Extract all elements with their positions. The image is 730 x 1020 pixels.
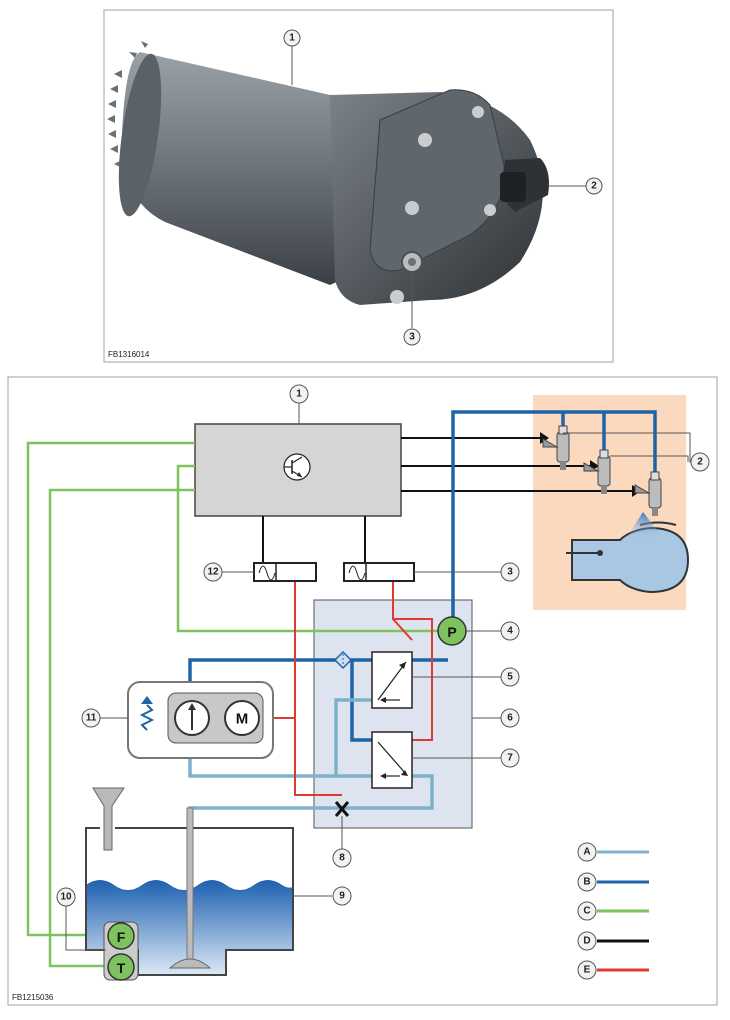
top-figure-code: FB1316014 bbox=[108, 350, 150, 359]
intake-manifold bbox=[566, 512, 690, 594]
diagram-callout-1: 1 bbox=[289, 384, 309, 404]
diagram-callout-9: 9 bbox=[332, 886, 352, 906]
line-legend: A B C D E bbox=[577, 842, 649, 980]
legend-key-a: A bbox=[577, 842, 597, 862]
top-callout-3: 3 bbox=[403, 328, 421, 346]
svg-text:6: 6 bbox=[507, 713, 513, 724]
diagram-callout-10: 10 bbox=[56, 887, 76, 907]
schematic-panel: P M F bbox=[7, 376, 718, 1006]
diagram-callout-6: 6 bbox=[500, 708, 520, 728]
svg-text:10: 10 bbox=[60, 892, 72, 903]
svg-text:4: 4 bbox=[507, 626, 513, 637]
svg-text:3: 3 bbox=[409, 332, 415, 343]
reservoir-tank-9 bbox=[85, 787, 294, 976]
legend-key-b: B bbox=[577, 872, 597, 892]
top-callout-2: 2 bbox=[585, 177, 603, 195]
diagram-callout-7: 7 bbox=[500, 748, 520, 768]
svg-text:9: 9 bbox=[339, 891, 345, 902]
injector-group-2 bbox=[542, 425, 662, 516]
diagram-callout-5: 5 bbox=[500, 667, 520, 687]
svg-text:11: 11 bbox=[86, 713, 97, 724]
svg-text:5: 5 bbox=[507, 672, 513, 683]
control-lines bbox=[262, 437, 632, 563]
svg-text:E: E bbox=[584, 965, 591, 976]
svg-text:P: P bbox=[447, 624, 456, 640]
svg-text:7: 7 bbox=[507, 753, 513, 764]
valve-3 bbox=[343, 562, 415, 582]
diagram-callout-8: 8 bbox=[332, 848, 352, 868]
svg-text:A: A bbox=[583, 847, 590, 858]
schematic-figure-code: FB1215036 bbox=[12, 993, 54, 1002]
svg-text:3: 3 bbox=[507, 567, 513, 578]
legend-key-e: E bbox=[577, 960, 597, 980]
svg-text:2: 2 bbox=[591, 181, 597, 192]
control-arrowheads bbox=[540, 432, 641, 497]
transistor-icon bbox=[283, 453, 311, 481]
legend-key-d: D bbox=[577, 931, 597, 951]
svg-text:F: F bbox=[117, 929, 126, 945]
svg-text:12: 12 bbox=[207, 567, 219, 578]
valve-12 bbox=[253, 562, 317, 582]
legend-key-c: C bbox=[577, 901, 597, 921]
valve-7 bbox=[371, 731, 413, 789]
svg-text:1: 1 bbox=[289, 33, 295, 44]
pump-unit-illustration bbox=[107, 41, 549, 305]
svg-text:8: 8 bbox=[339, 853, 345, 864]
sensor-block-10: F T bbox=[103, 921, 139, 981]
junction-8 bbox=[334, 801, 350, 817]
diagram-callout-4: 4 bbox=[500, 621, 520, 641]
diagram-callout-3: 3 bbox=[500, 562, 520, 582]
svg-text:C: C bbox=[583, 906, 590, 917]
diagram-callout-2: 2 bbox=[690, 452, 710, 472]
signal-lines bbox=[26, 441, 438, 968]
svg-text:B: B bbox=[583, 877, 590, 888]
top-callout-1: 1 bbox=[283, 29, 301, 47]
diagram-callout-12: 12 bbox=[203, 562, 223, 582]
diagram-callout-11: 11 bbox=[81, 708, 101, 728]
svg-text:2: 2 bbox=[697, 457, 703, 468]
motor-unit-11: M bbox=[127, 681, 274, 759]
svg-text:D: D bbox=[583, 936, 590, 947]
svg-text:T: T bbox=[117, 960, 126, 976]
pump-symbol-4: P bbox=[437, 616, 467, 646]
valve-5 bbox=[371, 651, 413, 709]
pump-photo-panel: 1 2 3 FB1316014 bbox=[103, 9, 614, 363]
filter-icon bbox=[333, 650, 353, 670]
svg-text:M: M bbox=[236, 711, 249, 728]
svg-text:1: 1 bbox=[296, 389, 302, 400]
